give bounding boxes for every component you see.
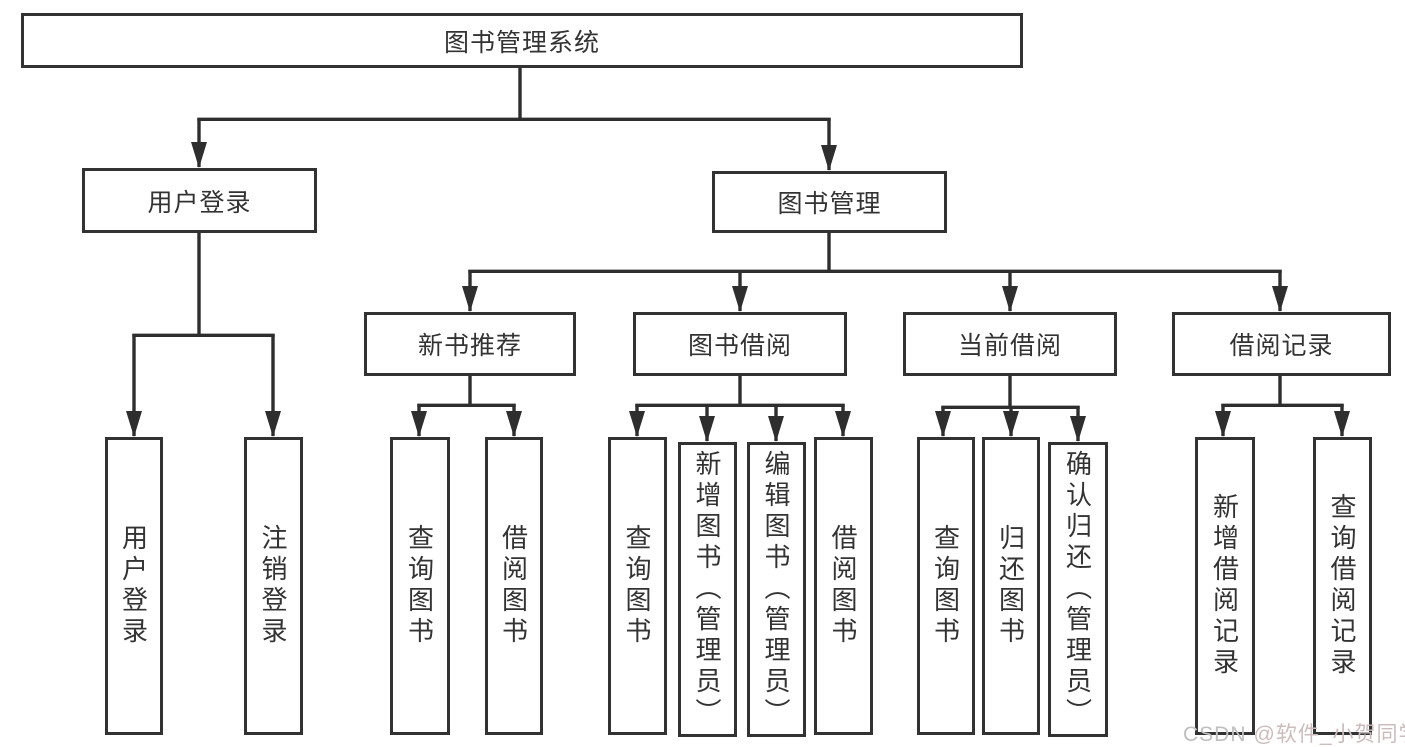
leaf-logout: 注销登录 [244,437,303,735]
node-library-management-system: 图书管理系统 [21,13,1023,68]
connector-book-borrow-children [629,375,851,442]
leaf-borrow-books: 借阅图书 [814,437,873,735]
node-book-management: 图书管理 [712,171,947,233]
leaf-query-borrow-record: 查询借阅记录 [1313,437,1372,735]
node-user-login: 用户登录 [82,168,317,233]
leaf-add-books-admin: 新增图书（管理员） [678,442,737,737]
watermark-brand: CSDN [1183,723,1247,746]
connector-new-book-children [411,375,522,437]
connector-root-to-level2 [191,66,837,171]
node-borrowing-records: 借阅记录 [1172,312,1391,376]
leaf-confirm-return-admin: 确认归还（管理员） [1048,442,1108,737]
watermark-username: @软件_小贺同学 [1253,723,1405,746]
leaf-query-books: 查询图书 [390,437,450,735]
node-current-borrowing: 当前借阅 [903,312,1117,376]
leaf-query-books: 查询图书 [608,437,667,735]
connector-book-mgmt-children [462,231,1288,312]
csdn-watermark: CSDN @软件_小贺同学 [1183,718,1405,747]
leaf-borrow-books: 借阅图书 [485,437,543,735]
node-new-book-recommendation: 新书推荐 [364,312,576,376]
node-book-borrowing: 图书借阅 [633,312,847,376]
leaf-return-books: 归还图书 [982,437,1040,735]
leaf-query-books: 查询图书 [917,437,975,735]
leaf-add-borrow-record: 新增借阅记录 [1195,437,1255,735]
connector-user-login-children [126,231,281,437]
leaf-user-login: 用户登录 [105,437,163,735]
connector-borrow-records-children [1215,375,1350,437]
connector-current-borrow-children [935,375,1086,442]
leaf-edit-books-admin: 编辑图书（管理员） [747,442,806,737]
